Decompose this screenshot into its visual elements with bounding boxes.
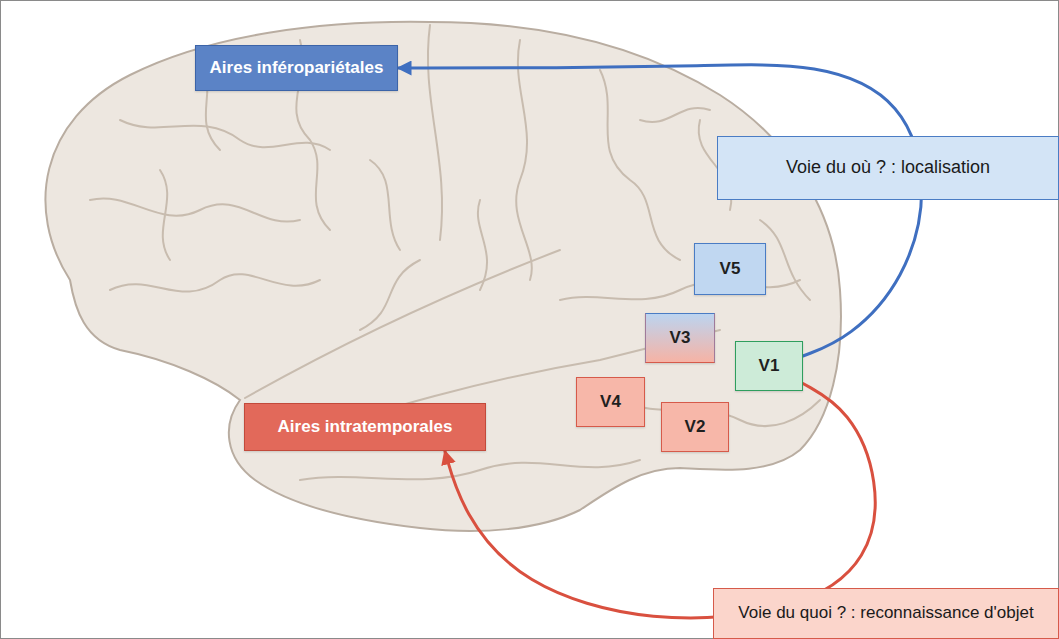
node-label: V4 (600, 392, 621, 412)
visual-area-box: V1 (735, 341, 803, 391)
node-label: Aires inféropariétales (210, 58, 384, 78)
node-label: V2 (685, 417, 706, 437)
pathway-box: Voie du où ? : localisation (717, 136, 1059, 200)
node-label: V1 (759, 356, 780, 376)
visual-area-box: V2 (661, 402, 729, 452)
visual-area-box: V3 (645, 313, 715, 363)
node-label: Voie du où ? : localisation (786, 157, 990, 179)
pathway-box: Voie du quoi ? : reconnaissance d'objet (713, 588, 1059, 639)
node-label: V5 (720, 259, 741, 279)
brain-gyri (90, 25, 820, 480)
node-label: Voie du quoi ? : reconnaissance d'objet (738, 603, 1033, 623)
node-label: V3 (670, 328, 691, 348)
visual-area-box: V5 (694, 243, 766, 295)
area-box: Aires inféropariétales (195, 45, 398, 91)
brain-outline (45, 22, 841, 531)
area-box: Aires intratemporales (244, 403, 486, 451)
node-label: Aires intratemporales (278, 417, 453, 437)
visual-area-box: V4 (576, 377, 645, 427)
pathway-arrow (445, 384, 875, 618)
